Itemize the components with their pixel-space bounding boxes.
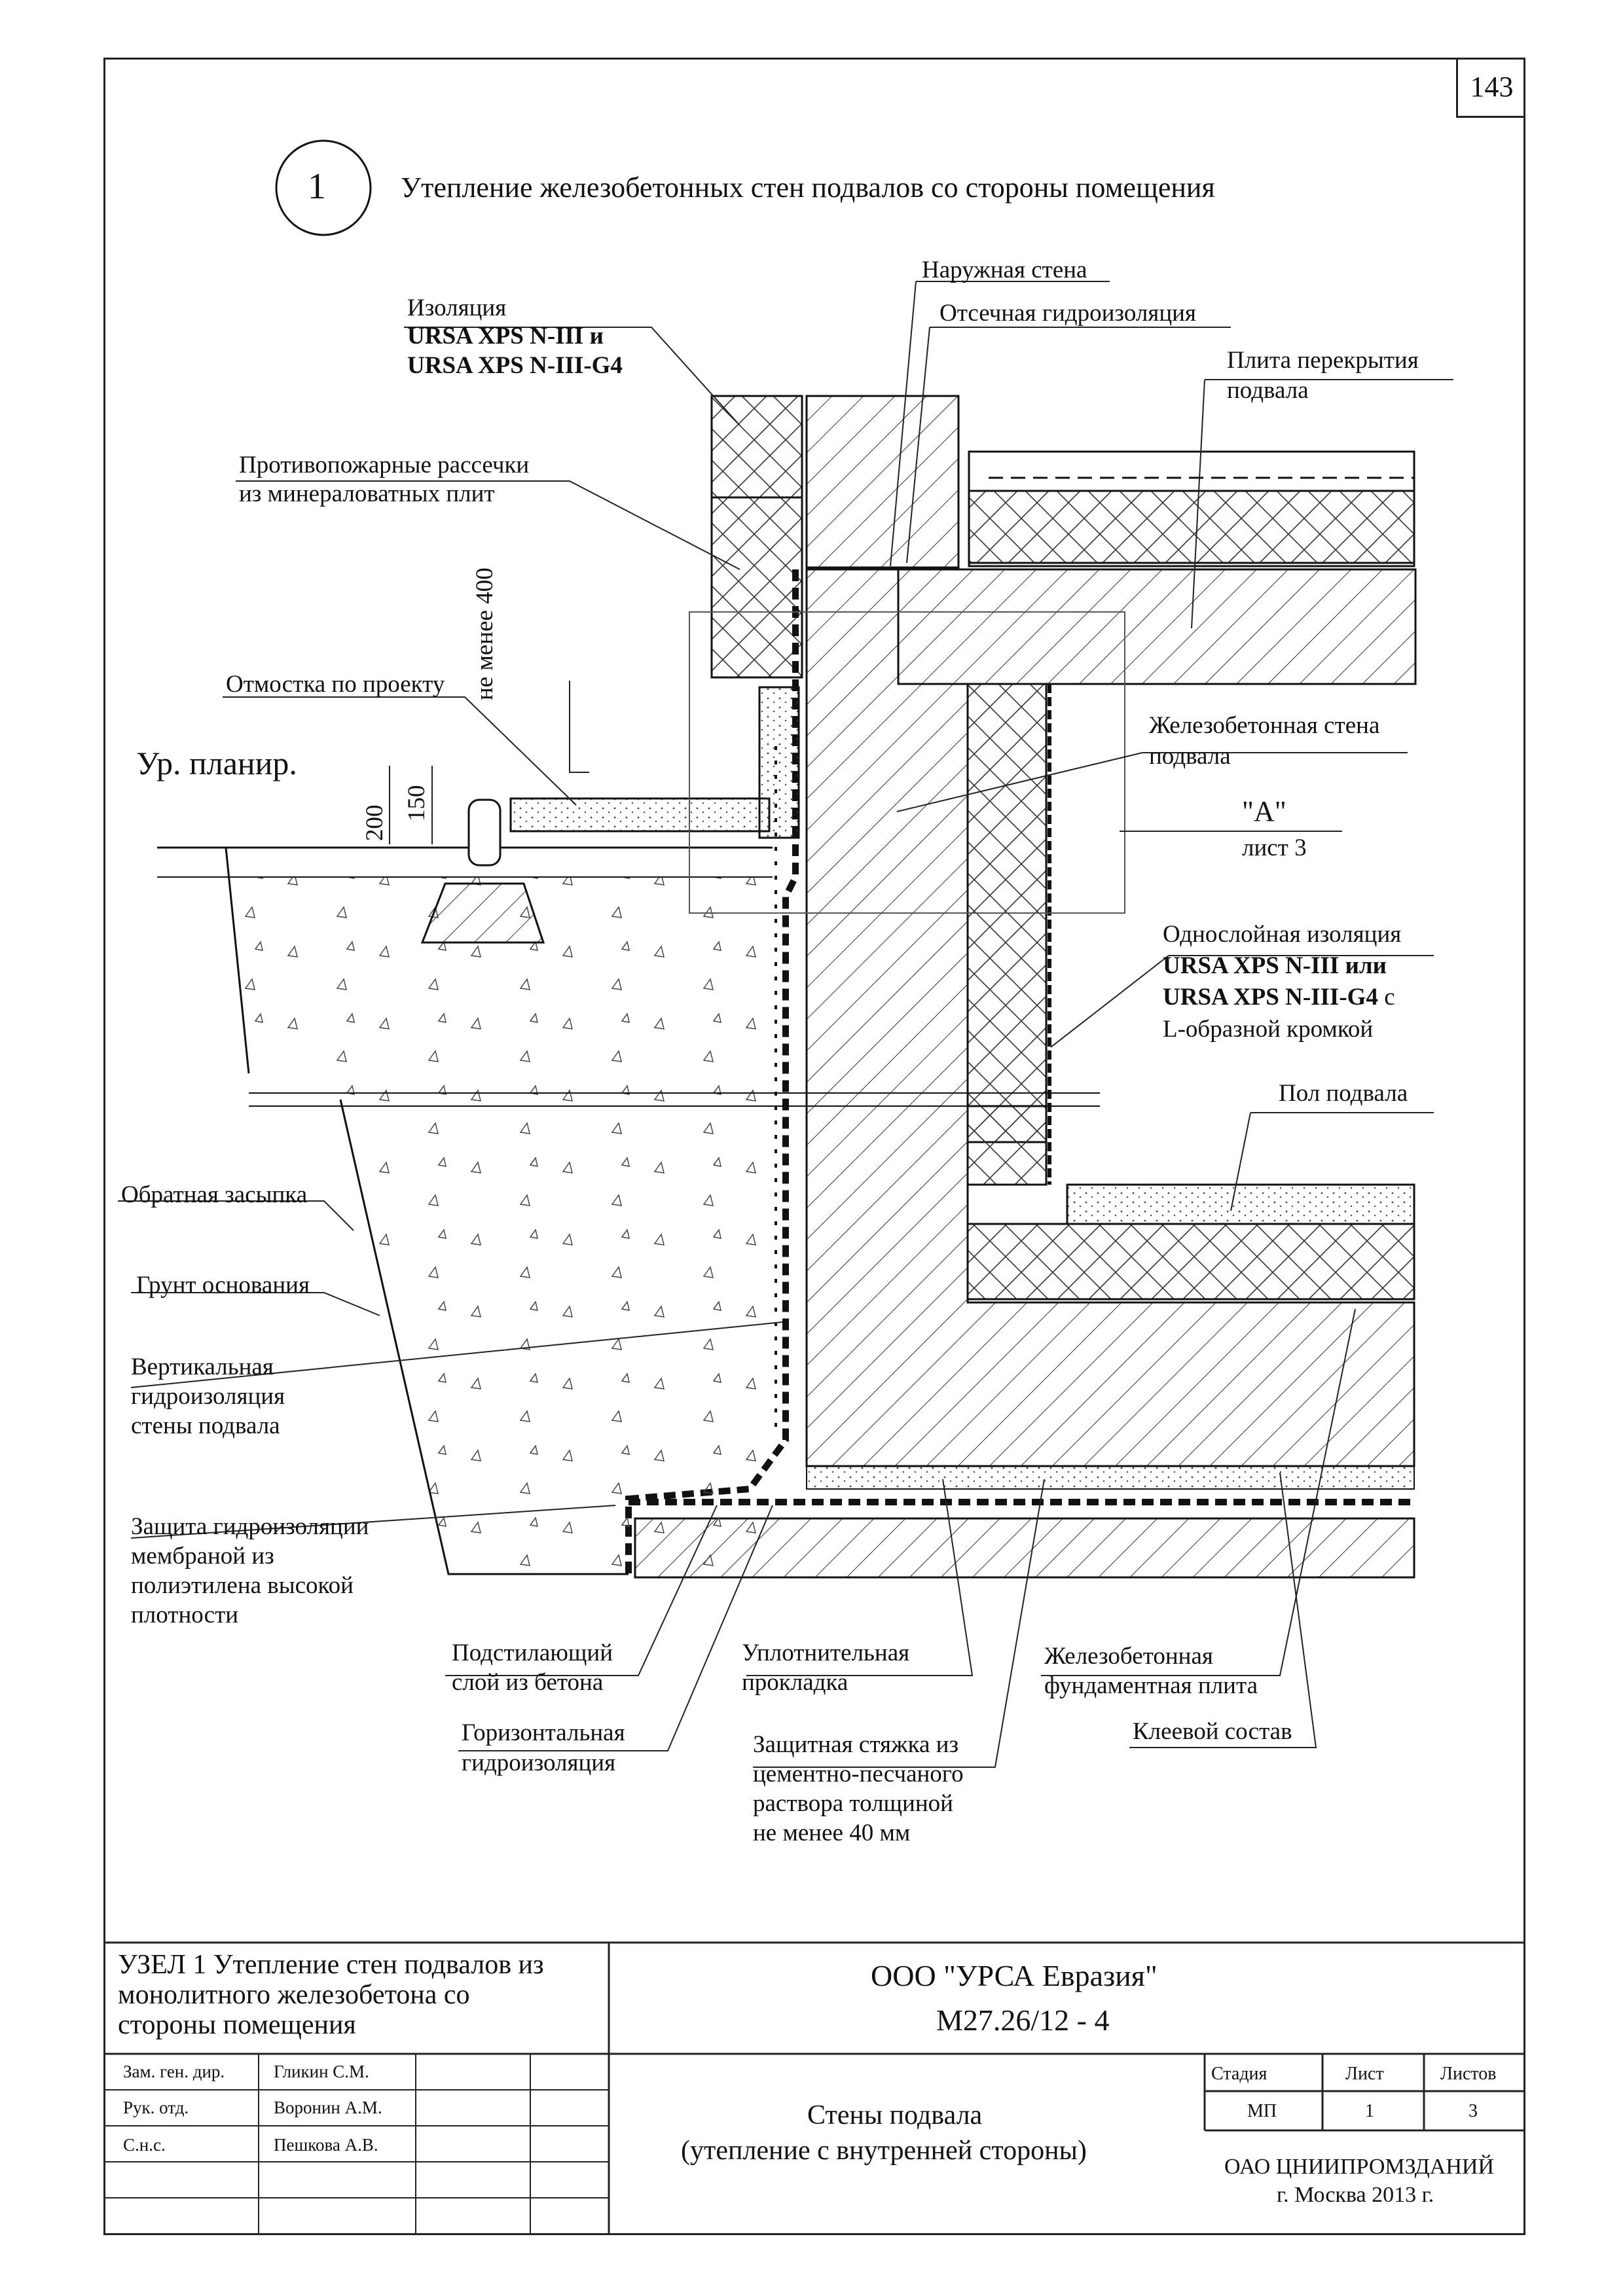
- label-horiz-wp-2: гидроизоляция: [462, 1749, 616, 1776]
- label-membrane-1: Защита гидроизоляции: [131, 1513, 369, 1540]
- stage-value: МП: [1247, 2101, 1277, 2121]
- stage-header: Стадия: [1211, 2064, 1267, 2084]
- label-rc-foundation-2: фундаментная плита: [1044, 1672, 1258, 1699]
- node-title-3: стороны помещения: [118, 2010, 356, 2040]
- drawing-frame: [103, 58, 1525, 2235]
- label-slab-2: подвала: [1227, 377, 1309, 404]
- sheet-title-1: Стены подвала: [807, 2100, 983, 2130]
- label-underlay-2: слой из бетона: [452, 1669, 604, 1696]
- sheets-value: 3: [1468, 2101, 1478, 2121]
- role-2: Рук. отд.: [123, 2098, 189, 2117]
- label-ref-a: "А": [1242, 795, 1286, 827]
- label-grade-level: Ур. планир.: [136, 745, 297, 781]
- node-number: 1: [308, 166, 326, 207]
- role-1: Зам. ген. дир.: [123, 2062, 225, 2081]
- role-3: С.н.с.: [123, 2135, 166, 2155]
- label-rc-wall-1: Железобетонная стена: [1149, 712, 1380, 739]
- protective-screed: [806, 1465, 1415, 1490]
- label-vert-wp-1: Вертикальная: [131, 1354, 274, 1380]
- floor-slab: [897, 568, 1417, 685]
- label-screed-4: не менее 40 мм: [753, 1820, 911, 1846]
- label-cutoff-waterproofing: Отсечная гидроизоляция: [939, 300, 1196, 327]
- label-membrane-3: полиэтилена высокой: [131, 1572, 354, 1599]
- label-single-layer-2: URSA XPS N-III или: [1163, 952, 1387, 979]
- label-membrane-4: плотности: [131, 1602, 239, 1628]
- document-code: М27.26/12 - 4: [936, 2003, 1110, 2037]
- name-3: Пешкова А.В.: [274, 2135, 378, 2155]
- blind-area: [509, 797, 771, 833]
- drawing-title: Утепление железобетонных стен подвалов с…: [401, 171, 1215, 204]
- label-basement-floor: Пол подвала: [1279, 1080, 1408, 1107]
- name-1: Гликин С.М.: [274, 2062, 369, 2081]
- page-number: 143: [1456, 58, 1525, 118]
- label-adhesive: Клеевой состав: [1133, 1718, 1292, 1745]
- sheet-value: 1: [1365, 2101, 1374, 2121]
- upper-insulation: [710, 395, 803, 679]
- label-backfill: Обратная засыпка: [121, 1181, 308, 1208]
- label-single-layer-3: URSA XPS N-III-G4 с: [1163, 984, 1395, 1012]
- label-insulation: Изоляция: [407, 295, 507, 321]
- basement-floor: [1066, 1183, 1415, 1225]
- sheet-header: Лист: [1345, 2064, 1384, 2084]
- label-screed-1: Защитная стяжка из: [753, 1731, 959, 1758]
- label-slab-1: Плита перекрытия: [1227, 347, 1419, 374]
- ground-fill: [226, 877, 773, 1574]
- label-vert-wp-3: стены подвала: [131, 1412, 280, 1439]
- label-fire-breaks-2: из минераловатных плит: [239, 480, 495, 507]
- reference-box-a: [689, 611, 1125, 914]
- label-screed-3: раствора толщиной: [753, 1790, 953, 1817]
- label-single-layer-1: Однослойная изоляция: [1163, 921, 1402, 948]
- node-title-1: УЗЕЛ 1 Утепление стен подвалов из: [118, 1950, 544, 1980]
- organization-city-year: г. Москва 2013 г.: [1277, 2183, 1434, 2207]
- label-insulation-p1: URSA XPS N-III и: [407, 323, 604, 350]
- label-outer-wall: Наружная стена: [922, 257, 1087, 283]
- node-number-circle: [275, 139, 372, 236]
- label-base-soil: Грунт основания: [136, 1272, 310, 1299]
- label-rc-wall-2: подвала: [1149, 743, 1231, 770]
- organization: ОАО ЦНИИПРОМЗДАНИЙ: [1224, 2155, 1495, 2179]
- sheet-title-2: (утепление с внутренней стороны): [681, 2136, 1087, 2166]
- label-single-layer-3-suffix: с: [1377, 984, 1395, 1011]
- label-seal-1: Уплотнительная: [742, 1640, 910, 1666]
- outer-wall: [805, 395, 960, 569]
- label-seal-2: прокладка: [742, 1669, 848, 1696]
- label-single-layer-4: L-образной кромкой: [1163, 1016, 1374, 1043]
- label-fire-breaks-1: Противопожарные рассечки: [239, 452, 530, 478]
- label-underlay-1: Подстилающий: [452, 1640, 613, 1666]
- name-2: Воронин А.М.: [274, 2098, 382, 2117]
- label-insulation-p2: URSA XPS N-III-G4: [407, 352, 623, 379]
- label-blind-area: Отмостка по проекту: [226, 671, 445, 698]
- label-membrane-2: мембраной из: [131, 1543, 274, 1570]
- label-single-layer-3-bold: URSA XPS N-III-G4: [1163, 984, 1378, 1011]
- label-horiz-wp-1: Горизонтальная: [462, 1719, 625, 1746]
- sheets-header: Листов: [1440, 2064, 1497, 2084]
- label-rc-foundation-1: Железобетонная: [1044, 1643, 1213, 1670]
- company-name: ООО "УРСА Евразия": [871, 1959, 1158, 1992]
- label-screed-2: цементно-песчаного: [753, 1761, 964, 1787]
- label-vert-wp-2: гидроизоляция: [131, 1383, 285, 1410]
- node-title-2: монолитного железобетона со: [118, 1980, 470, 2010]
- label-ref-sheet: лист 3: [1242, 834, 1307, 861]
